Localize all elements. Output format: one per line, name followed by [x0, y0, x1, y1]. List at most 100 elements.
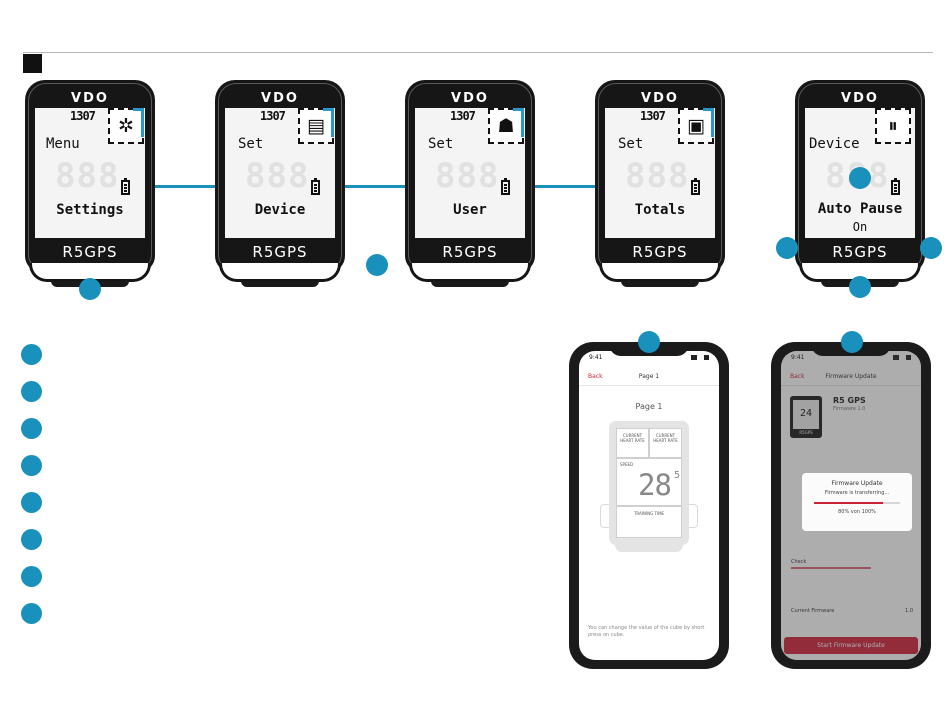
user-icon: ☗ [497, 115, 515, 137]
divider [579, 385, 719, 386]
menu-icon-box: ▣ [678, 108, 714, 144]
screen-bottom-label: Settings [56, 202, 124, 218]
device-user: VDO 1307 ☗ Set 888 User R5GPS [405, 80, 535, 290]
screen-top-label: Set [238, 136, 264, 152]
data-cube-top-right[interactable]: CURRENT HEART RATE [649, 428, 682, 458]
speed-decimal: 5 [674, 470, 681, 481]
back-button[interactable]: Back [588, 373, 603, 380]
battery-icon [311, 178, 320, 195]
device-version: Firmware 1.0 [833, 406, 866, 412]
screen-title: Page 1 [638, 373, 660, 380]
device-screen: 1307 ☗ Set 888 User [415, 108, 525, 238]
battery-icon [891, 178, 900, 195]
modal-title: Firmware Update [831, 480, 883, 487]
screen-top-label: Device [809, 136, 860, 152]
phone-firmware-update: 9:41 Back Firmware Update 24 R5GPS R5 GP… [771, 342, 931, 669]
speed-value: 28 [638, 468, 672, 502]
data-cube-top-left[interactable]: CURRENT HEART RATE [616, 428, 649, 458]
device-mount [615, 545, 683, 552]
device-base [409, 263, 531, 282]
model-name: R5GPS [442, 243, 498, 261]
back-button[interactable]: Back [790, 373, 805, 380]
header-rule [23, 52, 933, 53]
battery-icon [501, 178, 510, 195]
current-firmware-label: Current Firmware [791, 608, 835, 614]
screen-bottom-value: On [852, 220, 868, 234]
phone-page-editor: 9:41 Back Page 1 Page 1 CURRENT HEART RA… [569, 342, 729, 669]
progress-fill [814, 502, 883, 504]
save-icon: ▣ [687, 115, 705, 137]
device-thumbnail: 24 R5GPS [790, 396, 822, 438]
device-outline: CURRENT HEART RATE CURRENT HEART RATE SP… [609, 421, 689, 545]
callout-dot-phone-1 [638, 331, 660, 353]
screen-title: Firmware Update [825, 373, 877, 380]
device-screen: 1307 ✲ Menu 888 Settings [35, 108, 145, 238]
battery-icon [691, 178, 700, 195]
menu-icon-box: ✲ [108, 108, 144, 144]
firmware-modal: Firmware Update Firmware is transferring… [802, 473, 912, 531]
status-time: 9:41 [589, 354, 603, 361]
ghost-digits: 888 [625, 156, 690, 196]
model-name: R5GPS [832, 243, 888, 261]
gear-icon: ✲ [118, 115, 134, 137]
speed-label: SPEED [620, 462, 634, 467]
connector-line [345, 185, 407, 188]
menu-icon-box: ▤ [298, 108, 334, 144]
model-name: R5GPS [632, 243, 688, 261]
callout-dot-phone-2 [841, 331, 863, 353]
connector-line [155, 185, 217, 188]
brand-logo: VDO [841, 91, 879, 106]
legend-dot-4 [21, 455, 42, 476]
legend-dot-2 [21, 381, 42, 402]
callout-dot-left [776, 237, 798, 259]
check-text: Check [791, 559, 807, 565]
signal-icon [691, 355, 709, 360]
callout-dot-screen [849, 167, 871, 189]
pause-icon: ⏸ [888, 115, 898, 137]
connector-line [535, 185, 597, 188]
start-firmware-update-button[interactable]: Start Firmware Update [784, 637, 918, 654]
signal-icon [893, 355, 911, 360]
phone-screen: 9:41 Back Firmware Update 24 R5GPS R5 GP… [781, 351, 921, 660]
device-base [599, 263, 721, 282]
screen-top-label: Set [618, 136, 644, 152]
thumbnail-model: R5GPS [799, 430, 813, 435]
battery-icon [121, 178, 130, 195]
check-link[interactable] [791, 567, 871, 569]
legend-dot-6 [21, 529, 42, 550]
device-foot [241, 281, 319, 287]
device-base [219, 263, 341, 282]
device-screen: 1307 ▣ Set 888 Totals [605, 108, 715, 238]
legend-dot-7 [21, 566, 42, 587]
data-cube-bottom[interactable]: TRAINING TIME [616, 506, 682, 538]
callout-dot-bottom [849, 276, 871, 298]
brand-logo: VDO [451, 91, 489, 106]
hint-text: You can change the value of the cube by … [588, 625, 705, 638]
progress-text: 80% von 100% [838, 509, 876, 515]
screen-bottom-label: Device [254, 202, 306, 218]
page-label: Page 1 [635, 402, 663, 411]
screen-top-label: Menu [46, 136, 80, 152]
section-marker [23, 54, 42, 73]
data-cube-speed[interactable]: SPEED 28 5 [616, 458, 682, 506]
device-foot [431, 281, 509, 287]
model-name: R5GPS [62, 243, 118, 261]
callout-dot-right [920, 237, 942, 259]
device-name: R5 GPS [833, 396, 866, 405]
brand-logo: VDO [71, 91, 109, 106]
progress-bar [814, 502, 900, 504]
screen-bottom-label: Auto Pause [817, 201, 903, 217]
device-settings: VDO 1307 ✲ Menu 888 Settings R5GPS [25, 80, 155, 290]
callout-dot-bottom [79, 278, 101, 300]
model-name: R5GPS [252, 243, 308, 261]
legend-dot-5 [21, 492, 42, 513]
device-icon: ▤ [307, 115, 325, 137]
thumbnail-value: 24 [793, 400, 819, 429]
device-side-button [689, 504, 698, 528]
clock: 1307 [70, 109, 96, 123]
legend-dot-3 [21, 418, 42, 439]
phone-screen: 9:41 Back Page 1 Page 1 CURRENT HEART RA… [579, 351, 719, 660]
legend-dot-8 [21, 603, 42, 624]
clock: 1307 [450, 109, 476, 123]
device-side-button [600, 504, 609, 528]
